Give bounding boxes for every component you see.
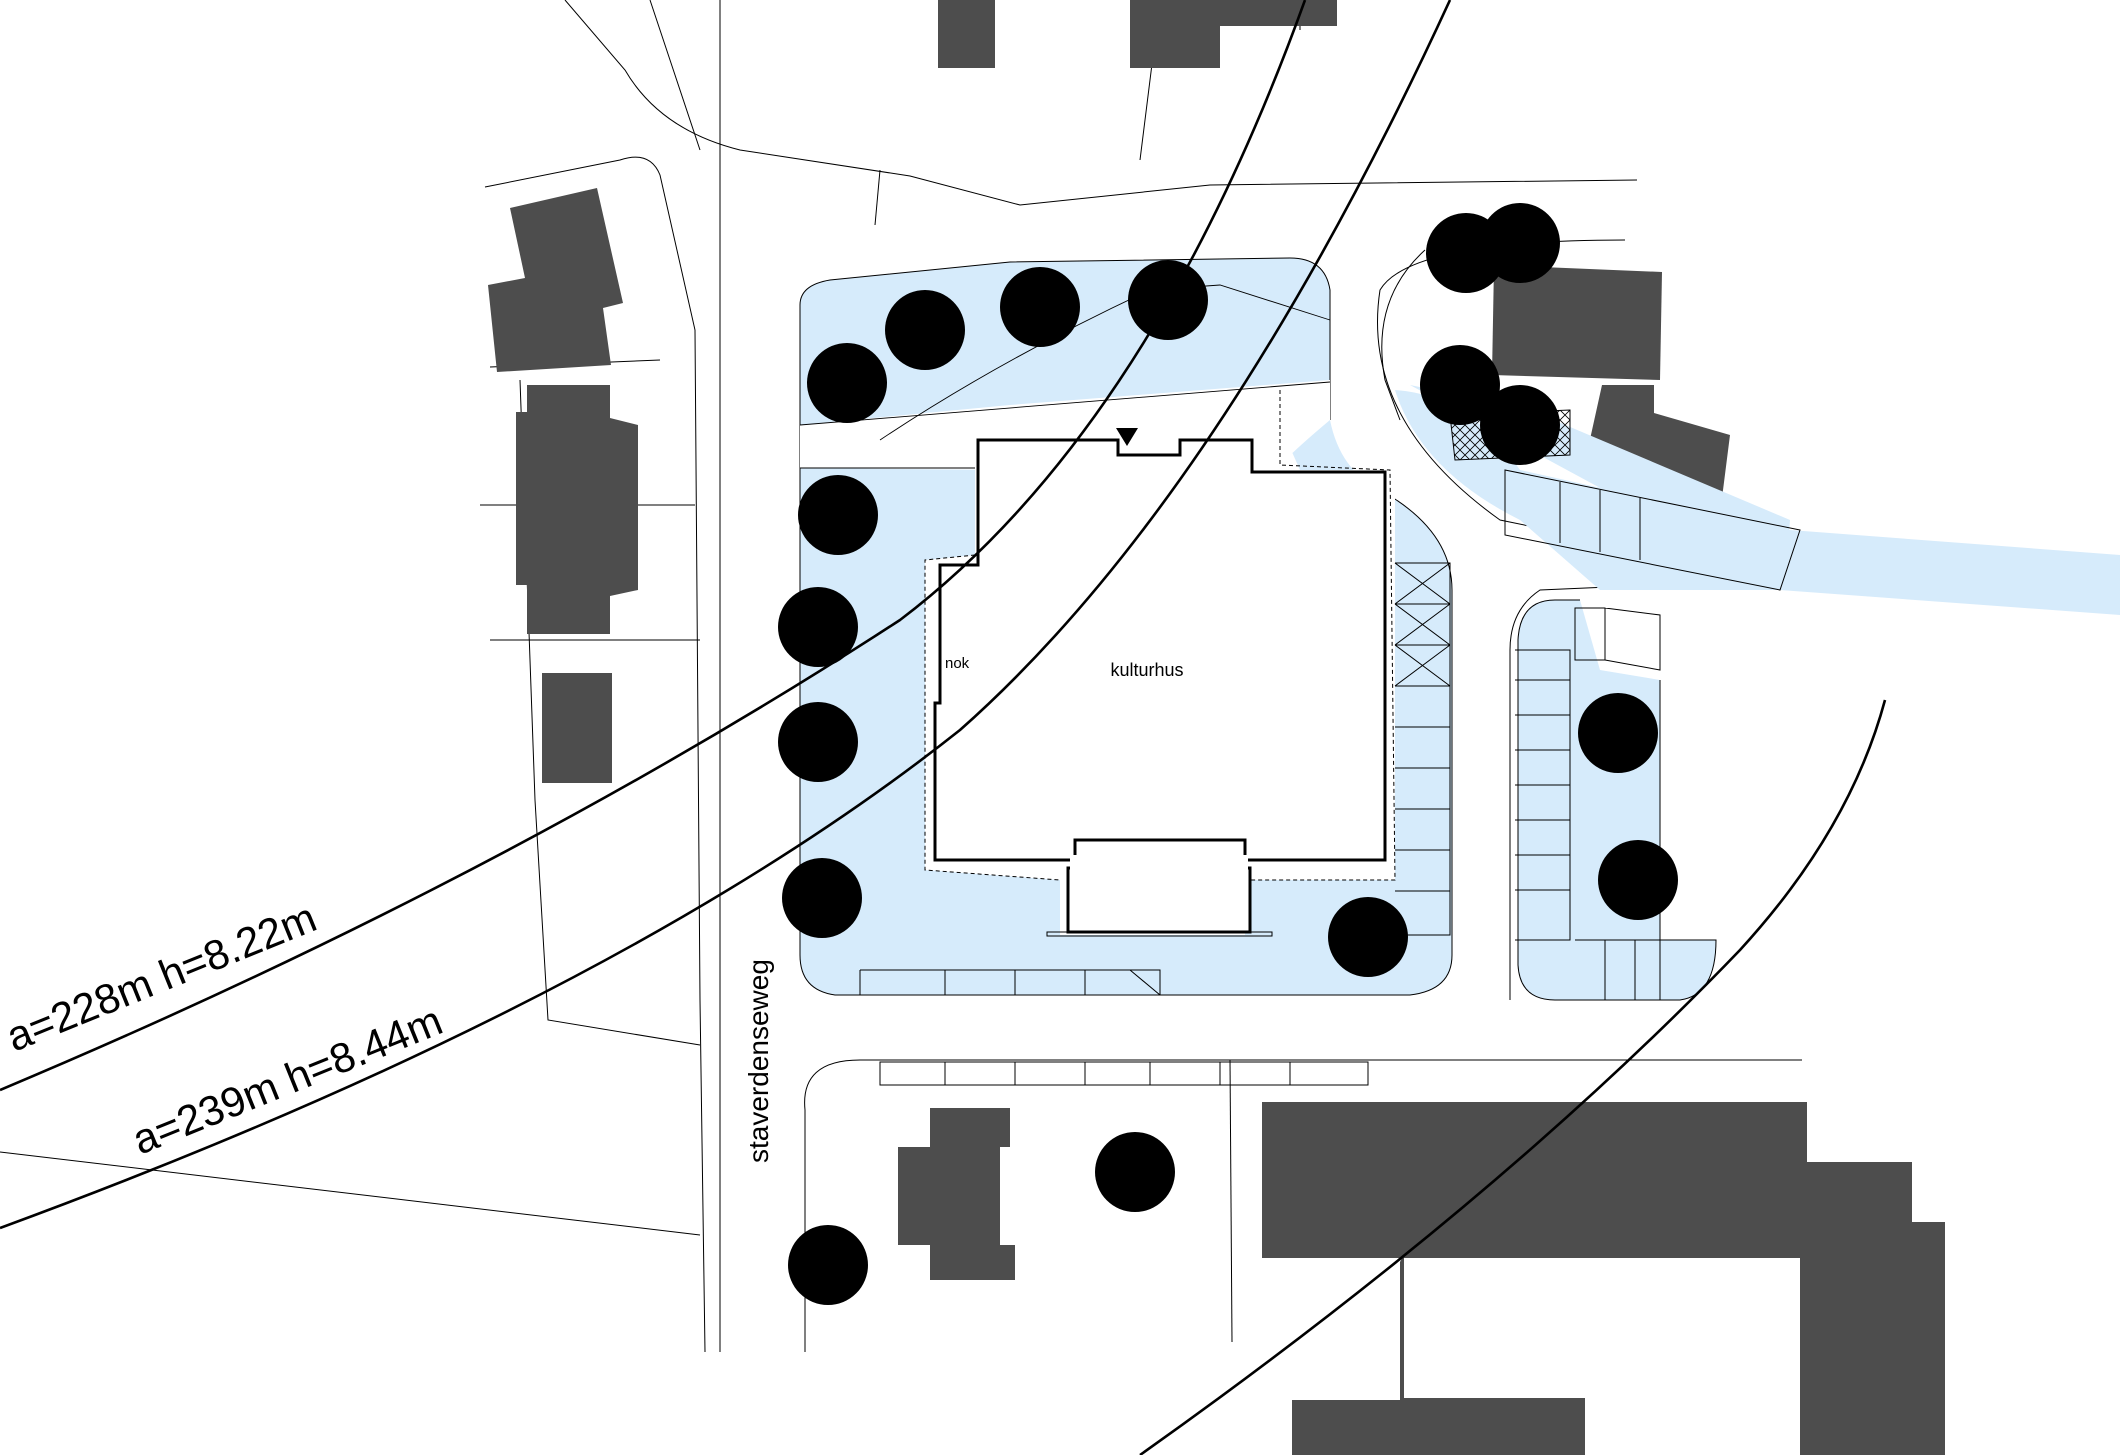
- distance-arcs: [0, 0, 1887, 1455]
- tree-symbol-icon: [1480, 385, 1560, 465]
- tree-symbol-icon: [782, 858, 862, 938]
- tree-symbol-icon: [807, 343, 887, 423]
- tree-symbol-icon: [1000, 267, 1080, 347]
- distance-label-239: a=239m h=8.44m: [126, 996, 449, 1163]
- tree-symbol-icon: [788, 1225, 868, 1305]
- tree-symbol-icon: [1578, 693, 1658, 773]
- neighbour-buildings: [488, 0, 1945, 1455]
- building-label: kulturhus: [1110, 660, 1183, 680]
- tree-symbol-icon: [885, 290, 965, 370]
- distance-label-228: a=228m h=8.22m: [0, 893, 323, 1060]
- street-label: staverdenseweg: [743, 959, 774, 1163]
- tree-symbol-icon: [1095, 1132, 1175, 1212]
- tree-symbol-icon: [798, 475, 878, 555]
- tree-symbol-icon: [1480, 203, 1560, 283]
- tree-symbol-icon: [1598, 840, 1678, 920]
- entrance-triangle-icon: [1116, 428, 1138, 446]
- road-network: [0, 0, 1802, 1353]
- tree-symbol-icon: [1328, 897, 1408, 977]
- tree-symbol-icon: [778, 702, 858, 782]
- kulturhus-building: kulturhus nok: [933, 428, 1387, 937]
- ridge-label: nok: [945, 655, 970, 672]
